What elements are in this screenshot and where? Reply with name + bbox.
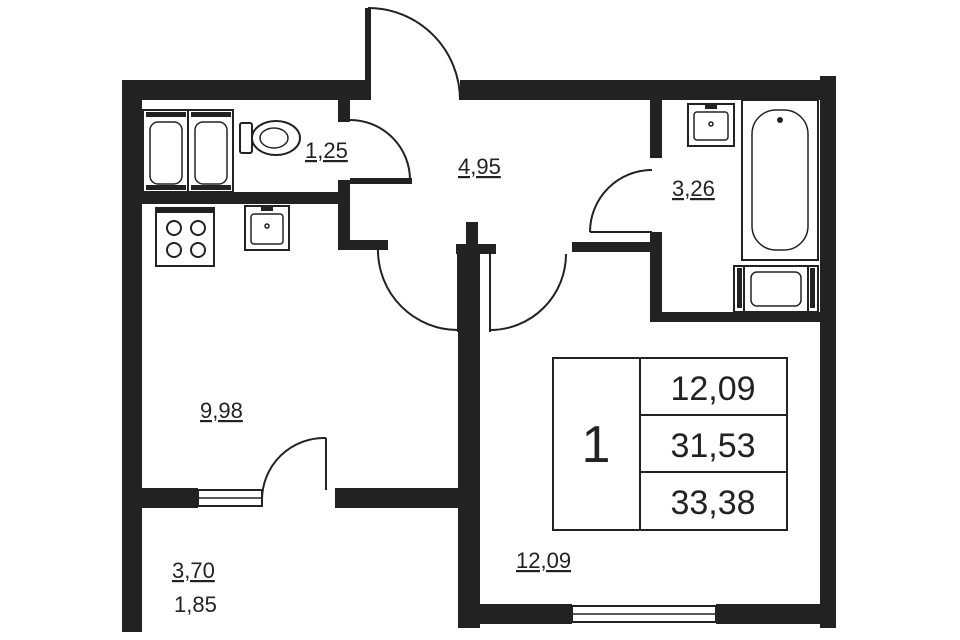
washing-machine-bath-icon (733, 265, 819, 313)
kitchen-door (377, 249, 459, 332)
summary-total-area: 31,53 (670, 427, 755, 465)
stove-icon (155, 207, 215, 267)
bathroom-area-label: 3,26 (672, 176, 715, 201)
wc-area-label: 1,25 (305, 138, 348, 163)
kitchen-sink-icon (244, 205, 290, 251)
bathroom-sink-icon (687, 103, 735, 147)
bathtub-icon (741, 99, 819, 261)
summary-total-with-balcony: 33,38 (670, 484, 755, 522)
internal-walls (142, 100, 822, 628)
balcony-area-label: 3,70 (172, 558, 215, 583)
summary-living-area: 12,09 (670, 370, 755, 408)
outer-walls (122, 76, 836, 632)
area-summary-table: 1 12,09 31,53 33,38 (552, 357, 788, 531)
bathroom-door (589, 169, 653, 233)
entrance-door (365, 7, 461, 101)
living-door (489, 253, 567, 332)
balcony-reduced-area-label: 1,85 (174, 592, 217, 617)
living-room-area-label: 12,09 (516, 548, 571, 573)
wc-door (349, 119, 411, 181)
washing-machines-icon (142, 109, 234, 193)
hall-area-label: 4,95 (458, 154, 501, 179)
balcony-door (261, 436, 327, 501)
toilet-icon (239, 120, 301, 156)
rooms-count: 1 (582, 416, 611, 474)
kitchen-area-label: 9,98 (200, 398, 243, 423)
